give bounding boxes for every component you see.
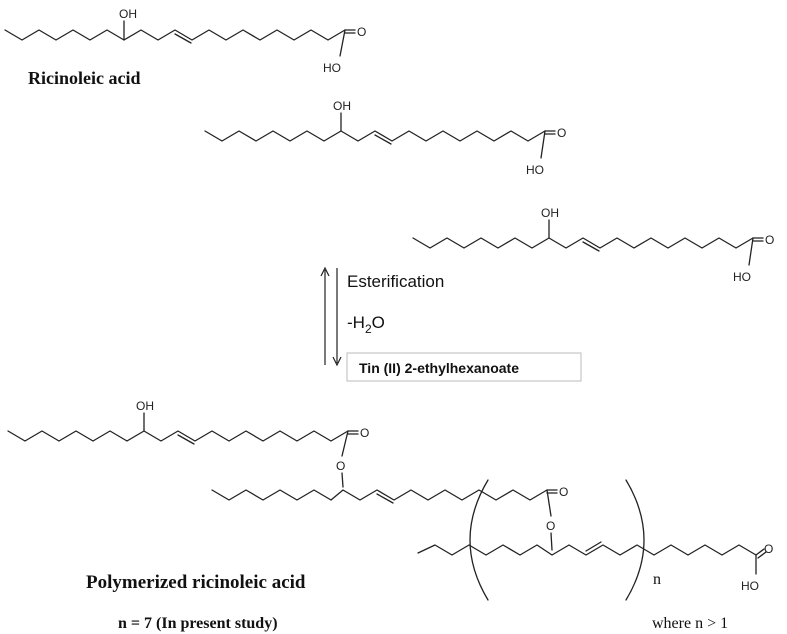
carbon-chain bbox=[211, 489, 548, 501]
polymer-terminal-unit: OH O O bbox=[7, 399, 369, 488]
ester-link-bond bbox=[341, 472, 344, 488]
acid-hydroxyl-label: HO bbox=[741, 579, 759, 593]
right-bracket bbox=[625, 479, 645, 601]
double-bond-line bbox=[174, 33, 192, 44]
acid-oh-bond bbox=[748, 237, 754, 266]
ester-bond bbox=[546, 489, 552, 517]
ester-oxygen-label: O bbox=[546, 519, 555, 533]
catalyst-label: Tin (II) 2-ethylhexanoate bbox=[359, 360, 519, 376]
carbonyl-oxygen-label: O bbox=[764, 542, 773, 556]
double-bond-line bbox=[376, 493, 394, 504]
carbonyl-bond-2 bbox=[757, 551, 767, 559]
carbonyl-oxygen-label: O bbox=[765, 233, 774, 247]
double-bond-line bbox=[585, 541, 602, 552]
acid-hydroxyl-label: HO bbox=[526, 163, 544, 177]
acid-hydroxyl-label: HO bbox=[323, 61, 341, 75]
carbonyl-oxygen-label: O bbox=[557, 126, 566, 140]
repeat-subscript: n bbox=[653, 571, 661, 588]
left-bracket bbox=[469, 479, 489, 601]
polymer-repeat-unit: O HO bbox=[417, 479, 773, 601]
equilibrium-arrows bbox=[320, 266, 342, 367]
carbon-chain bbox=[204, 130, 546, 142]
polymer-second-unit: O O bbox=[211, 485, 568, 551]
carbonyl-oxygen-label: O bbox=[559, 485, 568, 499]
monomer-name: Ricinoleic acid bbox=[28, 68, 140, 88]
double-bond-line bbox=[177, 434, 195, 445]
carbonyl-oxygen-label: O bbox=[357, 25, 366, 39]
n-value-note: n = 7 (In present study) bbox=[118, 615, 278, 632]
carbon-chain bbox=[7, 430, 349, 442]
acid-oh-bond bbox=[540, 130, 546, 159]
double-bond-line bbox=[374, 134, 392, 145]
ricinoleic-acid-structure-1: OH O HO bbox=[4, 7, 366, 75]
hydroxyl-label: OH bbox=[119, 7, 137, 21]
ester-link-bond bbox=[550, 532, 553, 551]
double-bond-line bbox=[582, 241, 600, 252]
polymer-name: Polymerized ricinoleic acid bbox=[86, 572, 306, 593]
ester-oxygen-label: O bbox=[336, 459, 345, 473]
carbon-chain bbox=[412, 237, 754, 249]
hydroxyl-label: OH bbox=[136, 399, 154, 413]
byproduct-label: -H2O bbox=[347, 313, 385, 336]
catalyst-box bbox=[346, 352, 582, 382]
carbon-chain bbox=[4, 29, 346, 41]
ester-bond bbox=[341, 430, 349, 457]
n-condition: where n > 1 bbox=[652, 615, 728, 632]
carbon-chain bbox=[417, 544, 757, 556]
hydroxyl-label: OH bbox=[333, 99, 351, 113]
acid-oh-bond bbox=[339, 29, 346, 57]
ricinoleic-acid-structure-2: OH O HO bbox=[204, 99, 566, 177]
reaction-type: Esterification bbox=[347, 272, 444, 291]
hydroxyl-label: OH bbox=[541, 206, 559, 220]
acid-hydroxyl-label: HO bbox=[733, 270, 751, 284]
ricinoleic-acid-structure-3: OH O HO bbox=[412, 206, 774, 284]
carbonyl-bond bbox=[755, 548, 765, 556]
carbonyl-oxygen-label: O bbox=[360, 426, 369, 440]
